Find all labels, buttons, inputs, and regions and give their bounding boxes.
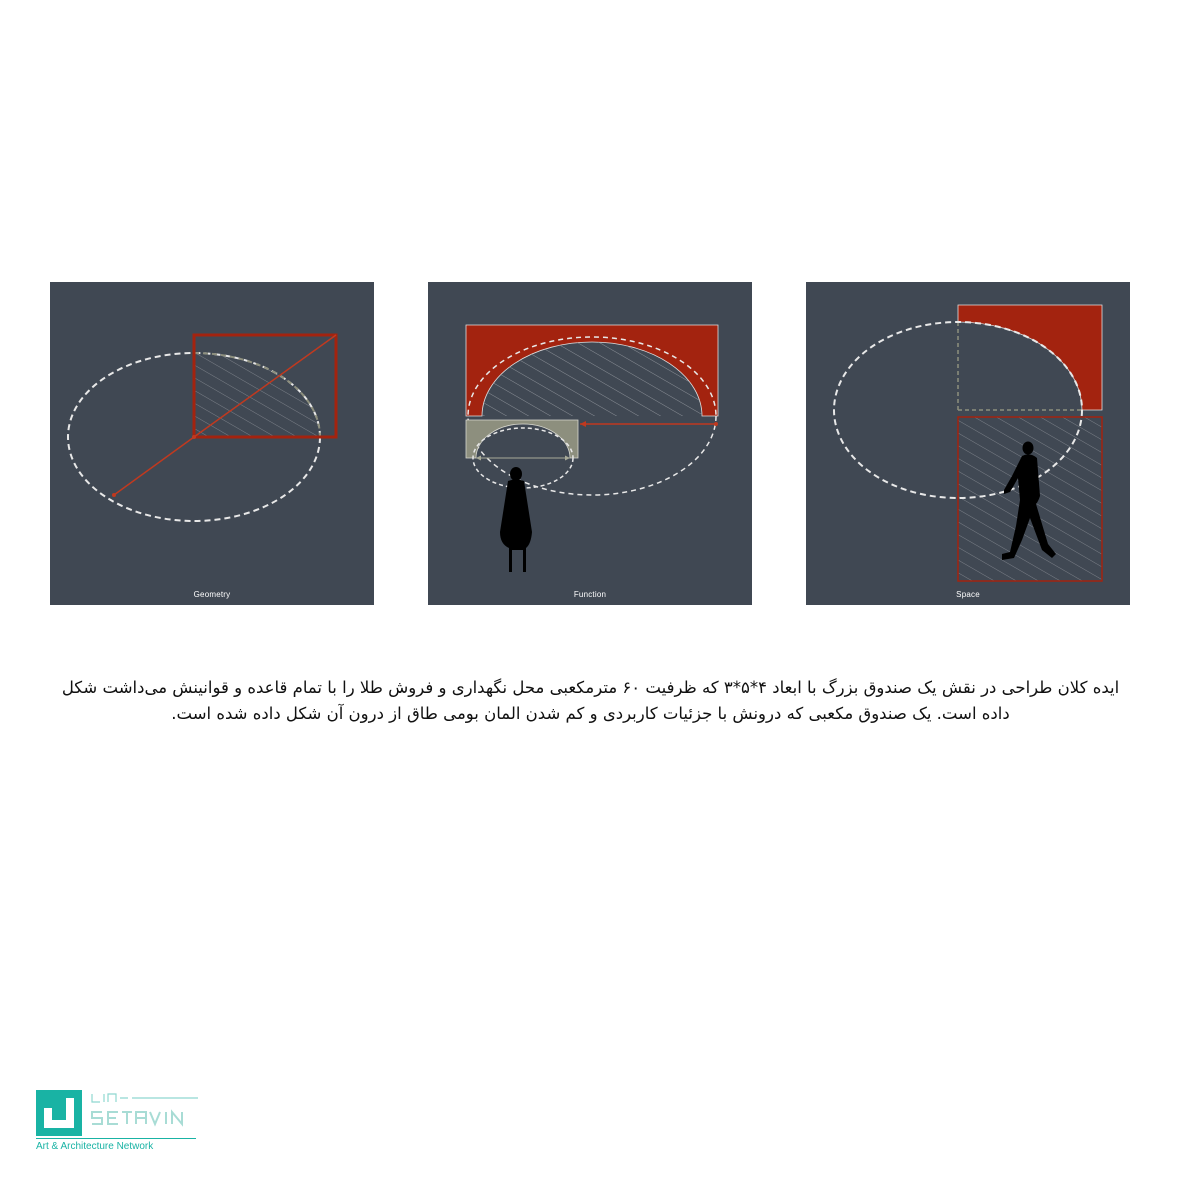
logo-divider xyxy=(36,1138,196,1139)
setavin-logo: Art & Architecture Network xyxy=(36,1090,201,1160)
caption-paragraph: ایده کلان طراحی در نقش یک صندوق بزرگ با … xyxy=(61,678,1120,723)
logo-tagline: Art & Architecture Network xyxy=(36,1141,154,1152)
box-outline xyxy=(192,333,338,439)
panel-label-space: Space xyxy=(956,590,980,599)
center-point xyxy=(192,435,196,439)
setavin-wordmark xyxy=(91,1093,198,1127)
function-panel: Function xyxy=(428,282,752,605)
geometry-panel: Geometry xyxy=(50,282,374,605)
radius-end-point xyxy=(112,493,116,497)
box-diagonal xyxy=(193,334,337,438)
space-dashed-ellipse xyxy=(833,321,1083,499)
small-dimension-arrow-left xyxy=(476,455,481,461)
dimension-arrow xyxy=(580,421,586,427)
space-panel: Space xyxy=(806,282,1130,605)
large-dashed-ellipse xyxy=(467,336,717,496)
person-walking-icon xyxy=(1002,441,1056,560)
panel-label-function: Function xyxy=(573,590,607,599)
setavin-logo-icon xyxy=(36,1090,82,1136)
person-standing-icon xyxy=(500,467,532,572)
arch-void-hatch xyxy=(482,342,702,416)
space-diagram xyxy=(833,304,1103,582)
geometry-diagram xyxy=(67,333,338,522)
function-diagram xyxy=(465,324,719,572)
small-dimension-arrow-right xyxy=(565,455,570,461)
dimension-end-point xyxy=(714,422,718,426)
panel-label-geometry: Geometry xyxy=(193,590,231,599)
small-arch-block xyxy=(465,419,579,459)
ellipse-radius xyxy=(113,436,195,496)
ellipse-arc-sage xyxy=(193,352,321,438)
